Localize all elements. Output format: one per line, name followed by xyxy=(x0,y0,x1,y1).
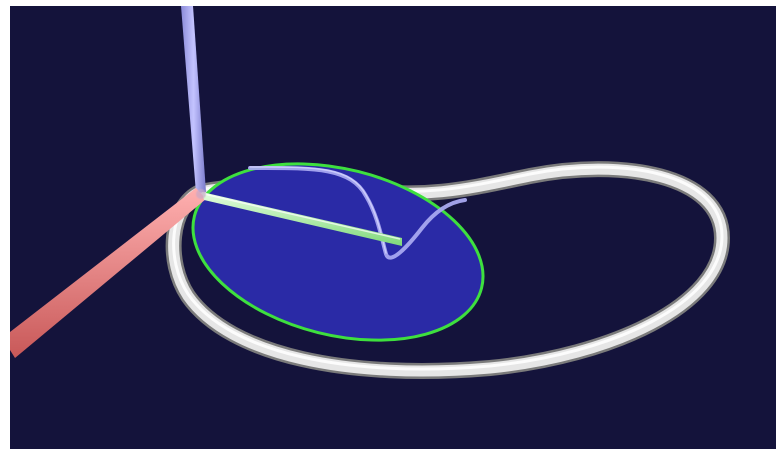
x-axis[interactable] xyxy=(10,188,206,358)
3d-viewport[interactable] xyxy=(10,6,776,449)
x-axis-shaft xyxy=(10,188,206,358)
z-axis[interactable] xyxy=(181,6,206,193)
disc-rim xyxy=(191,162,485,342)
radius-rod-highlight xyxy=(203,193,401,240)
origin-joint xyxy=(196,189,206,199)
3d-scene[interactable] xyxy=(10,6,776,449)
z-axis-shaft xyxy=(181,6,206,193)
radius-rod[interactable] xyxy=(202,192,402,246)
